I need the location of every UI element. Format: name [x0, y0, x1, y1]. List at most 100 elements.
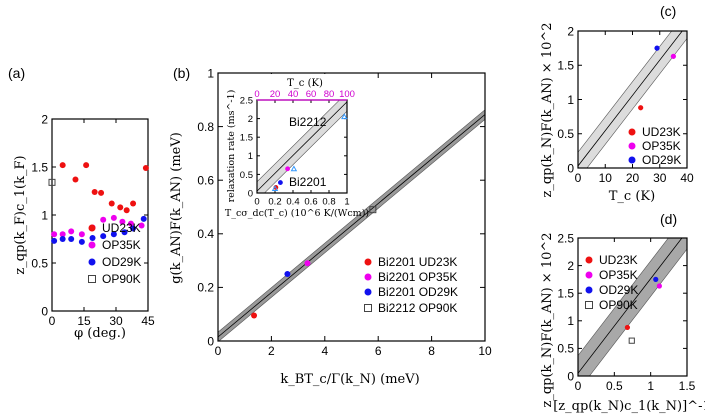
panel-a-point: [78, 238, 85, 245]
panel-a-legend-marker: [88, 224, 96, 232]
panel-a-point: [68, 228, 75, 235]
panel-d-point: [656, 283, 662, 289]
panel-c-xtick-label: 40: [680, 171, 694, 185]
panel-a-point: [142, 164, 149, 171]
panel-b-ylabel: g(k_AN)F(k_AN) (meV): [169, 132, 184, 284]
panel-b-ytick-label: 0.6: [197, 174, 214, 188]
panel-a-point: [110, 231, 117, 238]
panel-d-xlabel: [z_qp(k_N)c_1(k_N)]^-1: [553, 399, 705, 414]
panel-a-point: [108, 200, 115, 207]
panel-b-xtick-label: 4: [321, 344, 328, 358]
panel-a-point: [59, 231, 66, 238]
panel-b-point: [304, 260, 311, 267]
panel-d-legend-marker: [585, 256, 593, 264]
panel-d-ytick-label: 1: [567, 314, 574, 328]
panel-b-ytick-label: 0.2: [197, 281, 214, 295]
panel-c-ylabel: z_qp(k_N)F(k_AN) × 10^2: [540, 22, 555, 197]
panel-c-xtick-label: 30: [653, 171, 667, 185]
panel-d-ytick-label: 0: [567, 369, 574, 383]
panel-b-label: (b): [173, 65, 190, 81]
inset-ytick-label: 0.5: [240, 170, 253, 181]
panel-a-ytick-label: 1: [41, 208, 48, 222]
panel-d-ytick-label: 2.5: [557, 231, 574, 245]
panel-b-ytick-label: 0: [207, 334, 214, 348]
inset-top-xtick-label: 20: [270, 89, 281, 100]
panel-d-ylabel: z_qp(k_N)F(k_AN) × 10^2: [540, 232, 555, 407]
inset-top-xtick-label: 100: [339, 89, 355, 100]
inset-ytick-label: 1: [248, 151, 253, 162]
panel-a-point: [138, 222, 145, 229]
panel-a-label: (a): [8, 65, 25, 81]
panel-a-ytick-label: 0.5: [31, 256, 48, 270]
inset-point: [271, 185, 279, 191]
panel-b-legend-marker: [364, 288, 372, 296]
panel-a-point: [100, 233, 107, 240]
inset-xtick-label: 0.8: [322, 197, 335, 208]
panel-a-xtick-label: 45: [141, 314, 155, 328]
inset-xtick-label: 0.6: [304, 197, 317, 208]
panel-a-ylabel: z_qp(k_F)c_1(k_F): [13, 155, 28, 274]
inset-top-xtick-label: 0: [254, 89, 259, 100]
panel-b-xlabel: k_BT_c/Γ(k_N) (meV): [280, 372, 419, 387]
panel-b-legend-label: Bi2201 OP35K: [378, 270, 457, 284]
inset-annotation: Bi2201: [289, 175, 327, 189]
panel-d-legend-label: OP35K: [599, 268, 638, 282]
inset-xtick-label: 0.4: [286, 197, 299, 208]
panel-b-legend-marker: [364, 304, 372, 312]
inset-fit-line: [257, 101, 347, 192]
panel-d-xtick-label: 1.5: [679, 379, 696, 393]
inset-background: [223, 74, 357, 215]
panel-a-point: [91, 188, 98, 195]
panel-a-point: [123, 207, 130, 214]
panel-b-xtick-label: 6: [375, 344, 382, 358]
panel-c-label: (c): [660, 3, 676, 19]
inset-point: [341, 113, 348, 120]
panel-c-legend-label: OP35K: [642, 139, 681, 153]
panel-d-legend-marker: [585, 301, 593, 309]
panel-a-point: [83, 162, 90, 169]
panel-b-xtick-label: 0: [215, 344, 222, 358]
panel-d-legend-label: UD23K: [599, 253, 638, 267]
panel-a-point: [98, 189, 105, 196]
panel-a-point: [130, 200, 137, 207]
panel-d-point: [624, 324, 631, 331]
panel-d-point: [653, 276, 659, 282]
panel-a-point: [59, 236, 66, 242]
panel-a-point: [78, 231, 85, 238]
inset-xtick-label: 1: [344, 197, 349, 208]
inset-top-xtick-label: 40: [288, 89, 299, 100]
panel-d-legend-label: OD29K: [599, 283, 638, 297]
panel-d-xtick-label: 1: [647, 379, 654, 393]
inset-xtick-label: 0: [254, 197, 259, 208]
panel-d-legend-marker: [585, 286, 593, 294]
panel-b-point: [369, 206, 377, 214]
panel-c-confidence-band: [578, 31, 687, 168]
inset-top-xlabel: T_c (K): [287, 78, 323, 89]
panel-c-ytick-label: 2: [567, 24, 574, 38]
panel-b-ytick-label: 0.8: [197, 120, 214, 134]
panel-a-xtick-label: 15: [77, 314, 91, 328]
panel-b-xtick-label: 2: [268, 344, 275, 358]
panel-a-point: [121, 229, 128, 236]
panel-a-legend-label: OP35K: [102, 238, 141, 252]
panel-b-point: [284, 271, 291, 277]
panel-b-legend-marker: [364, 273, 372, 281]
inset-ytick-label: 0: [248, 188, 253, 199]
panel-c-ytick-label: 1.5: [557, 59, 574, 73]
panel-c-ytick-label: 0: [567, 161, 574, 175]
panel-d-label: (d): [660, 211, 677, 227]
panel-b-legend-label: Bi2201 OD29K: [378, 285, 458, 299]
panel-a-xtick-label: 30: [109, 314, 123, 328]
panel-c-legend-marker: [628, 128, 636, 136]
inset-ytick-label: 1.5: [240, 133, 253, 144]
panel-c-point: [670, 53, 676, 59]
panel-a-point: [140, 215, 147, 222]
panel-a-legend-label: UD23K: [102, 221, 141, 235]
panel-b-xtick-label: 8: [428, 344, 435, 358]
inset-xtick-label: 0.2: [268, 197, 281, 208]
panel-d-ytick-label: 2: [567, 259, 574, 273]
